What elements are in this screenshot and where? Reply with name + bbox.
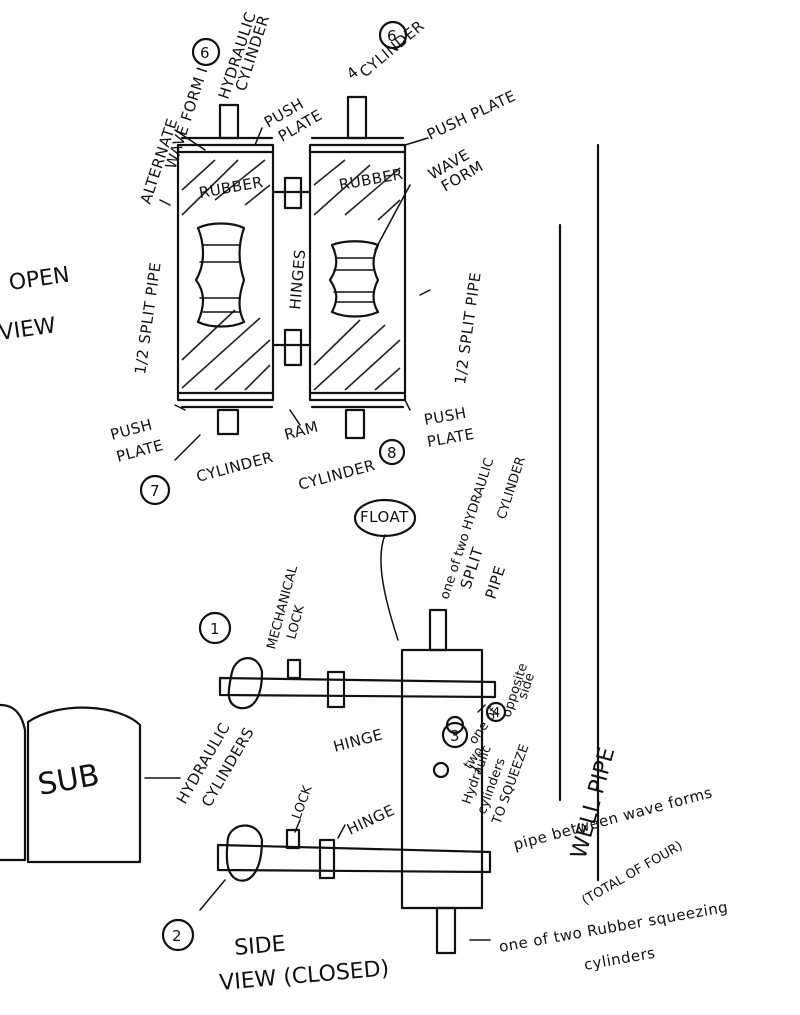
left-split-pipe-half bbox=[176, 103, 275, 436]
cylinder-bottom-left: CYLINDER bbox=[194, 448, 275, 486]
number-3: 3 bbox=[450, 727, 460, 745]
push-plate-top-right: PUSH PLATE bbox=[424, 87, 519, 144]
well-pipe-label: WELL PIPE bbox=[567, 745, 621, 862]
hinges bbox=[271, 176, 312, 367]
side-view-label-2: VIEW (CLOSED) bbox=[218, 956, 390, 996]
lock-lower: LOCK bbox=[290, 783, 316, 821]
well-pipe bbox=[558, 143, 600, 882]
push-plate-bottom-right-1: PUSH bbox=[423, 404, 468, 429]
number-4: 4 bbox=[492, 706, 500, 721]
hinge-upper: HINGE bbox=[331, 725, 384, 755]
split-pipe-left: 1/2 SPLIT PIPE bbox=[131, 261, 165, 376]
squeeze-1: one of bbox=[466, 705, 502, 747]
side-view bbox=[0, 534, 497, 955]
ram-label: RAM bbox=[282, 418, 320, 444]
circled-numbers: 6 6 7 8 1 2 3 4 bbox=[139, 20, 507, 952]
hydraulic-cylinder-1 bbox=[227, 657, 264, 710]
rubber-right: RUBBER bbox=[338, 165, 405, 194]
cylinder-bottom-right: CYLINDER bbox=[296, 456, 377, 494]
split-pipe-side-2: PIPE bbox=[482, 563, 510, 601]
hinge-lower: HINGE bbox=[344, 801, 397, 839]
right-wave-form bbox=[328, 240, 380, 318]
rubber-squeezing-2: cylinders bbox=[583, 944, 657, 974]
left-wave-form bbox=[194, 222, 246, 328]
number-7: 7 bbox=[150, 482, 160, 500]
open-view-label-1: OPEN bbox=[7, 263, 71, 296]
number-1: 1 bbox=[210, 620, 220, 638]
number-2: 2 bbox=[172, 927, 182, 945]
open-view-label-2: VIEW bbox=[0, 313, 58, 346]
hydraulic-cylinder-2 bbox=[225, 824, 264, 882]
one-of-two-hydraulic-2: CYLINDER bbox=[495, 455, 529, 521]
split-pipe-right: 1/2 SPLIT PIPE bbox=[451, 271, 485, 386]
side-view-label-1: SIDE bbox=[233, 932, 286, 961]
total-of-four: (TOTAL OF FOUR) bbox=[580, 839, 686, 909]
number-6-left: 6 bbox=[200, 44, 210, 62]
number-8: 8 bbox=[387, 444, 397, 462]
right-split-pipe-half bbox=[308, 95, 407, 440]
sub-label: SUB bbox=[35, 758, 102, 803]
push-plate-bottom-right-2: PLATE bbox=[426, 425, 476, 451]
rubber-squeezing-1: one of two Rubber squeezing bbox=[498, 898, 730, 956]
leader-lines-open bbox=[159, 127, 431, 461]
sub-shape bbox=[0, 703, 27, 862]
number-6-right: 6 bbox=[387, 27, 397, 45]
hinges-label: HINGES bbox=[286, 248, 309, 310]
float-label: FLOAT bbox=[360, 508, 409, 526]
pipe-between: pipe between wave forms bbox=[511, 783, 714, 854]
